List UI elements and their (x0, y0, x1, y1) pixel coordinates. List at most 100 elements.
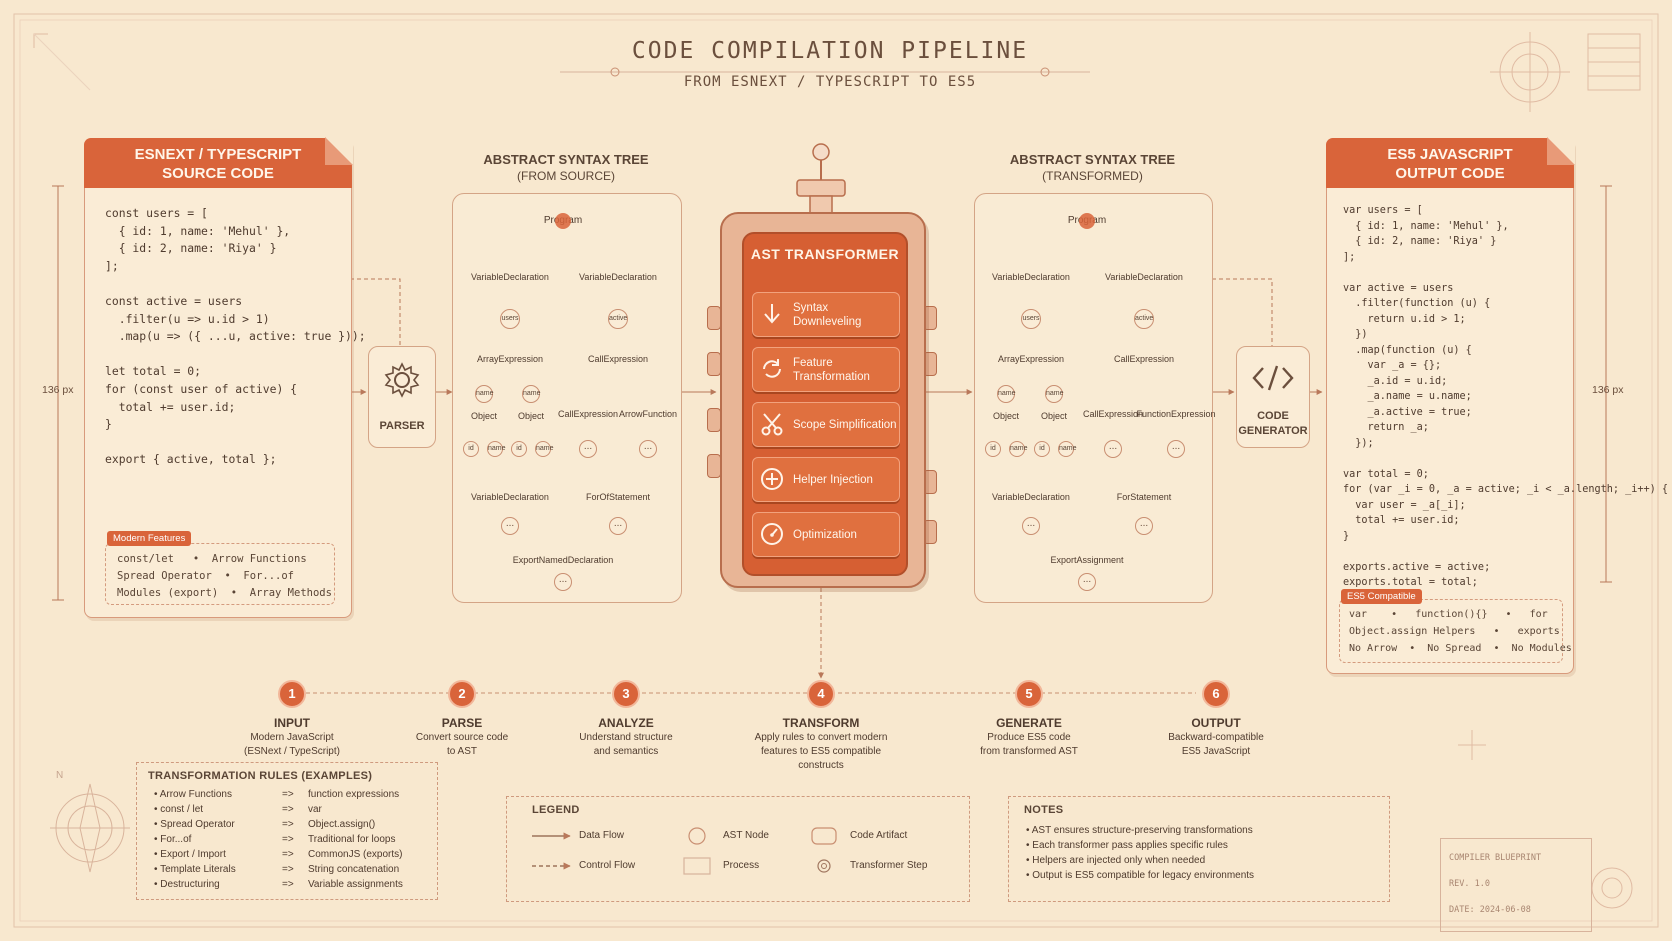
step-name: GENERATE (996, 716, 1062, 730)
note-item: • Each transformer pass applies specific… (1026, 840, 1228, 851)
ast-source-title: ABSTRACT SYNTAX TREE (FROM SOURCE) (483, 152, 649, 183)
ast-node-label: ForStatement (1116, 492, 1172, 502)
ast-node-ellipsis: ... (1022, 517, 1040, 535)
ast-node-label: Object (517, 411, 545, 421)
page-title: CODE COMPILATION PIPELINE (631, 38, 1029, 64)
ast-transformer-panel: AST TRANSFORMER Syntax Downleveling Feat… (742, 232, 908, 576)
ast-root-marker (1079, 213, 1095, 229)
ast-node-label: VariableDeclaration (579, 272, 657, 282)
legend-symbols (532, 827, 837, 875)
rule-arrow: => (282, 864, 294, 875)
ast-node-label: VariableDeclaration (992, 272, 1070, 282)
ast-node-ellipsis: ... (501, 517, 519, 535)
feature-line: Modules (export) • Array Methods (117, 587, 332, 599)
ast-node-label: Object (1040, 411, 1068, 421)
feature-line: const/let • Arrow Functions (117, 553, 307, 565)
rule-arrow: => (282, 819, 294, 830)
ast-node-chip: name (1045, 385, 1064, 403)
ast-node-label: ArrowFunction (618, 409, 678, 419)
ast-node-ellipsis: ... (609, 517, 627, 535)
ast-node-label: ArrayExpression (997, 354, 1065, 364)
rule-from: • const / let (154, 804, 204, 815)
cycle-icon (763, 359, 781, 378)
step-name: OUTPUT (1191, 716, 1241, 730)
step-number-badge: 1 (278, 680, 306, 708)
gear-icon (384, 362, 420, 398)
ast-node-chip: active (608, 309, 628, 329)
ast-root-marker (555, 213, 571, 229)
dimension-label-right: 136 px (1592, 384, 1624, 396)
ast-node-chip: id (463, 441, 479, 457)
ast-node-label: VariableDeclaration (992, 492, 1070, 502)
rule-from: • Spread Operator (154, 819, 235, 830)
ast-node-chip: active (1134, 309, 1154, 329)
ast-node-label: CallExpression (1113, 354, 1175, 364)
ast-node-ellipsis: ... (1104, 440, 1122, 458)
rule-to: function expressions (308, 789, 400, 800)
notes-box (1008, 796, 1390, 902)
output-card-header: ES5 JAVASCRIPT OUTPUT CODE (1326, 138, 1574, 188)
ast-node-ellipsis: ... (554, 573, 572, 591)
source-card-title-line1: ESNEXT / TYPESCRIPT (134, 146, 302, 163)
step-name: ANALYZE (598, 716, 654, 730)
note-item: • Output is ES5 compatible for legacy en… (1026, 870, 1255, 881)
legend-process: Process (723, 860, 760, 871)
ast-node-ellipsis: ... (579, 440, 597, 458)
rules-title: TRANSFORMATION RULES (EXAMPLES) (148, 770, 373, 782)
ast-node-chip: name (487, 441, 506, 457)
note-item: • Helpers are injected only when needed (1026, 855, 1206, 866)
source-card-title-line2: SOURCE CODE (162, 165, 274, 182)
rule-arrow: => (282, 879, 294, 890)
rule-to: Traditional for loops (308, 834, 396, 845)
step-name: PARSE (441, 716, 483, 730)
blueprint-stamp: COMPILER BLUEPRINT REV. 1.0 DATE: 2024-0… (1440, 838, 1592, 932)
ast-node-chip: id (511, 441, 527, 457)
scissors-icon (761, 413, 783, 436)
feature-line: No Arrow • No Spread • No Modules (1349, 643, 1572, 654)
rule-arrow: => (282, 789, 294, 800)
ast-node-chip: name (997, 385, 1016, 403)
step-number-badge: 4 (807, 680, 835, 708)
ast-node-label: CallExpression (557, 409, 619, 419)
machine-bolt (707, 408, 721, 432)
ast-node-ellipsis: ... (1167, 440, 1185, 458)
ast-transformer-machine: AST TRANSFORMER Syntax Downleveling Feat… (720, 212, 926, 588)
step-number-badge: 5 (1015, 680, 1043, 708)
modern-features-tag: Modern Features (107, 531, 192, 546)
dimension-label-left: 136 px (42, 384, 74, 396)
legend-code-artifact: Code Artifact (850, 830, 908, 841)
ast-node-label: FunctionExpression (1136, 409, 1216, 419)
page-fold-icon (325, 137, 353, 165)
ast-node-ellipsis: ... (1135, 517, 1153, 535)
legend-control-flow: Control Flow (579, 860, 636, 871)
ast-node-chip: name (1058, 441, 1077, 457)
plus-circle-icon (761, 468, 783, 490)
ast-node-chip: name (522, 385, 541, 403)
legend-ast-node: AST Node (723, 830, 769, 841)
transformation-rules-box (136, 762, 438, 900)
step-number-badge: 6 (1202, 680, 1230, 708)
source-code-block: const users = [ { id: 1, name: 'Mehul' }… (105, 206, 366, 467)
rule-to: Object.assign() (308, 819, 376, 830)
legend-data-flow: Data Flow (579, 830, 625, 841)
output-code-card: ES5 JAVASCRIPT OUTPUT CODE var users = [… (1326, 137, 1668, 674)
rule-arrow: => (282, 804, 294, 815)
page-fold-icon (1547, 137, 1575, 165)
legend-box (506, 796, 970, 902)
ast-node-label: CallExpression (587, 354, 649, 364)
ast-node-label: ExportNamedDeclaration (512, 555, 614, 565)
source-card-header: ESNEXT / TYPESCRIPT SOURCE CODE (84, 138, 352, 188)
step-name: TRANSFORM (782, 716, 860, 730)
machine-bolt (707, 352, 721, 376)
transformer-step-optimization: Optimization (752, 512, 900, 557)
ast-node-chip: users (500, 309, 520, 329)
rule-arrow: => (282, 849, 294, 860)
